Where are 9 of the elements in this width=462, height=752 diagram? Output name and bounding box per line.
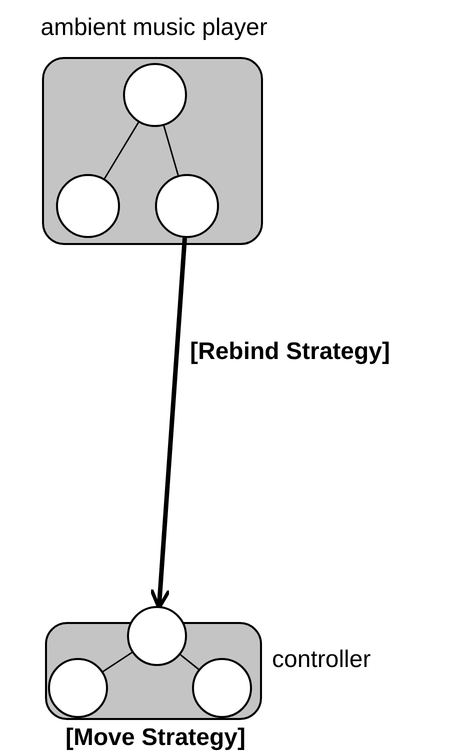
node-label: ambient music player	[40, 14, 268, 42]
connector-line	[180, 654, 200, 670]
connector-line	[104, 122, 140, 179]
strategy-label: [Move Strategy]	[64, 724, 247, 752]
connector-line	[163, 126, 179, 176]
component-circle	[48, 658, 108, 718]
component-circle	[192, 658, 252, 718]
node-label: controller	[272, 646, 372, 674]
connector-line	[102, 652, 132, 672]
